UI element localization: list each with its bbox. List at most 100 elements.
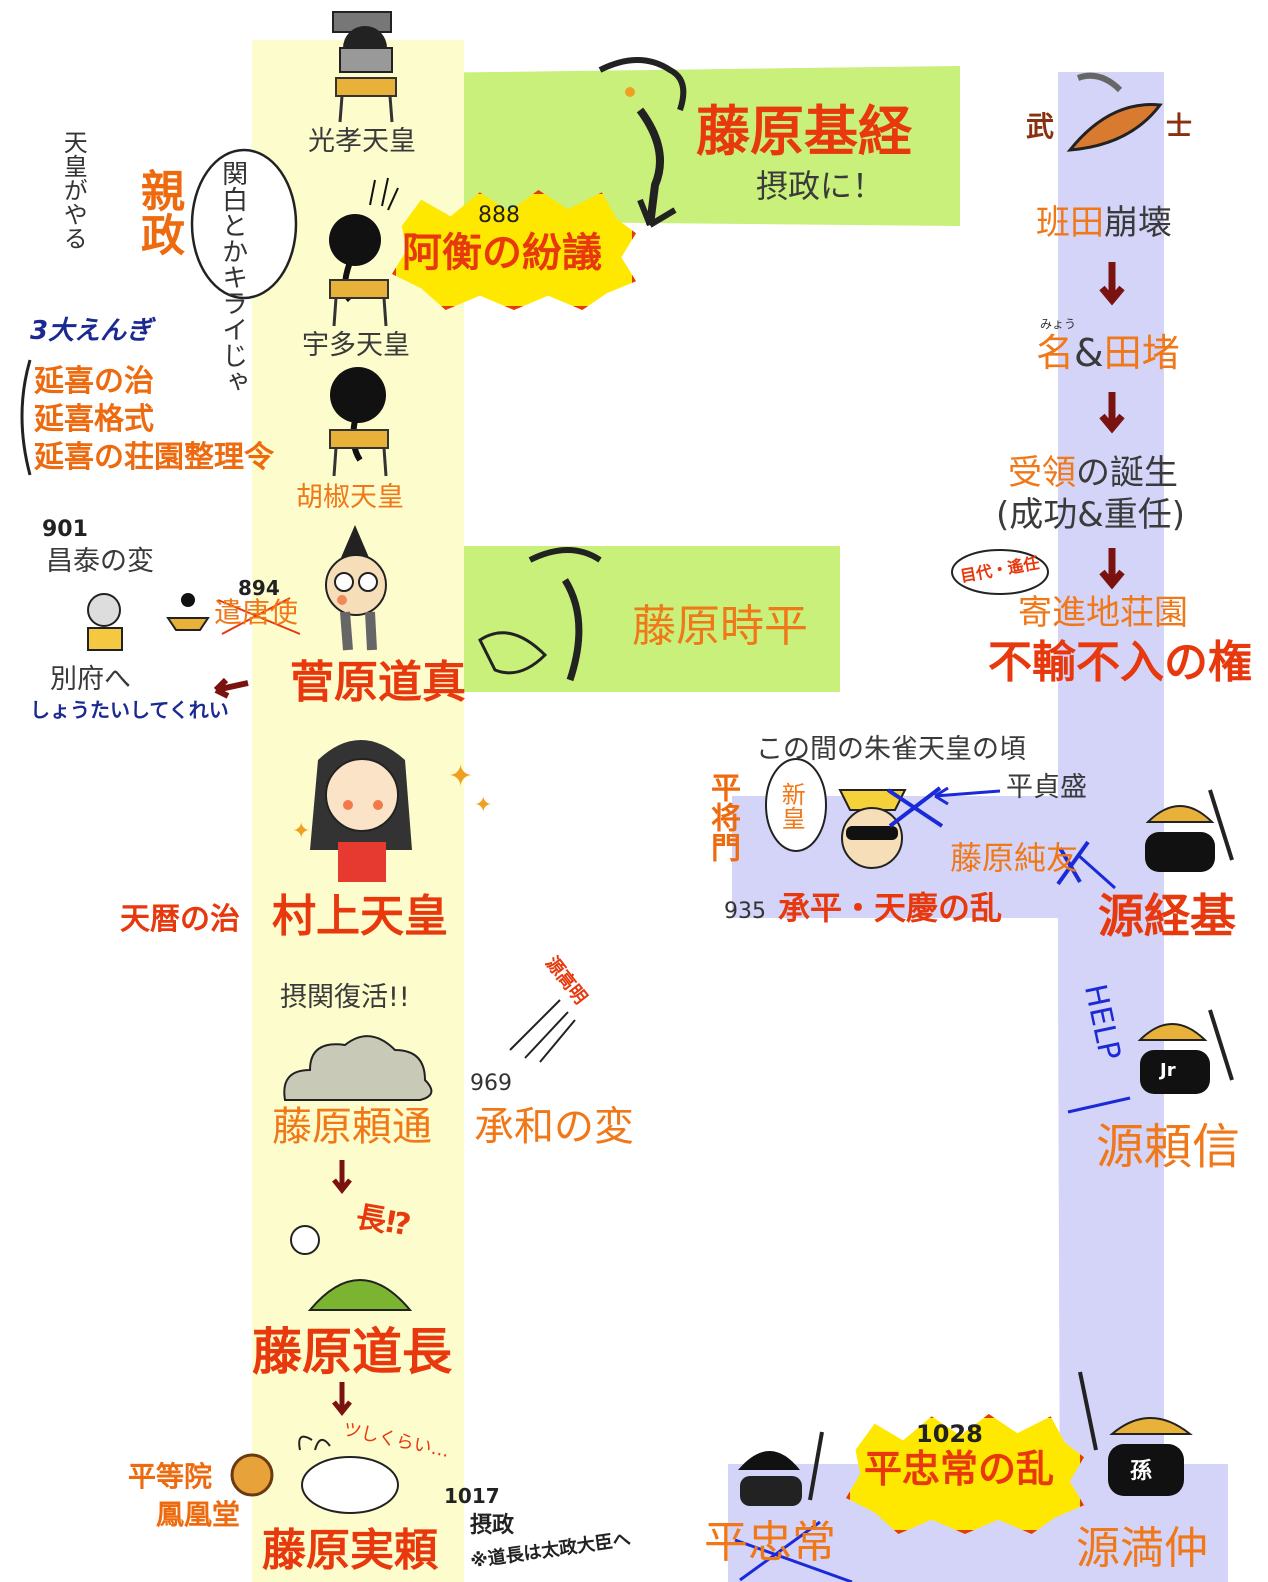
shinsei-note: 天皇がやる <box>59 130 88 250</box>
emperor-kouko-label: 光孝天皇 <box>308 126 416 157</box>
ako-year: 888 <box>478 203 520 228</box>
sugawara-label: 菅原道真 <box>290 657 466 708</box>
year-901: 901 <box>42 517 88 542</box>
kentoshi-label: 遣唐使 <box>214 596 299 629</box>
michinaga-label: 藤原道長 <box>252 1323 452 1381</box>
son-badge: 孫 <box>1130 1459 1153 1484</box>
year-1028: 1028 <box>916 1420 983 1448</box>
emperor-daigo-label: 胡椒天皇 <box>296 482 404 513</box>
emperor-uda-icon <box>329 177 399 327</box>
jowa-event: 承和の変 <box>474 1104 634 1150</box>
boat-icon <box>166 593 210 631</box>
arrow-down-icon <box>332 1382 352 1417</box>
masakado-label: 平将門 <box>705 772 740 862</box>
tadatsune-label: 平忠常 <box>704 1517 836 1568</box>
speech-bubble-shape <box>190 148 298 300</box>
samurai-helmet-icon <box>1137 1009 1234 1094</box>
sekkan-revival: 摂関復活!! <box>280 982 410 1013</box>
tsunemoto-attack-line <box>1077 853 1116 890</box>
speech-bubble-text: 関白とかキライじゃ <box>217 160 248 394</box>
johei-tengyo-label: 承平・天慶の乱 <box>778 889 1003 927</box>
year-969: 969 <box>470 1071 512 1096</box>
emperor-kouko-icon <box>332 11 397 123</box>
jougou-label: (成功&重任) <box>996 495 1186 535</box>
exiled-figure-icon <box>87 593 123 651</box>
tadatsune-revolt-label: 平忠常の乱 <box>864 1447 1055 1491</box>
cross-mark <box>734 1520 853 1582</box>
arrow-down-icon <box>1099 392 1125 434</box>
kishin-label: 寄進地荘園 <box>1018 593 1188 633</box>
mototsune-sub: 摂政に！ <box>756 167 885 205</box>
myo-ruby: みょう <box>1040 317 1077 331</box>
masakado-icon <box>765 758 907 869</box>
cloud-icon <box>283 1035 433 1101</box>
shotai-event: 昌泰の変 <box>46 546 154 577</box>
year-894: 894 <box>238 576 280 600</box>
beppu-label: 別府へ <box>50 664 131 695</box>
year-935: 935 <box>724 899 766 924</box>
mototsune-label: 藤原基経 <box>696 100 912 163</box>
sparkle-icon: ✦ <box>292 819 310 844</box>
myo-line: 名&田堵 <box>1036 331 1180 375</box>
handen-label: 班田 <box>1036 203 1104 243</box>
sessho-note: 摂政 <box>470 1513 515 1538</box>
year-1017: 1017 <box>444 1484 500 1508</box>
tadatsune-helmet-icon <box>738 1431 824 1506</box>
mitsunaka-label: 源満仲 <box>1076 1523 1208 1574</box>
myo-label: 名 <box>1036 331 1075 375</box>
shotai-note: しょうたいしてくれい <box>30 698 229 722</box>
sadamori-arrow <box>934 786 1001 806</box>
handen-line: 班田崩壊 <box>1036 203 1172 243</box>
strike-through <box>217 597 301 635</box>
suzaku-note: この間の朱雀天皇の頃 <box>756 734 1026 765</box>
takaakira-rays <box>509 999 576 1063</box>
murakami-icon <box>310 740 412 882</box>
bushi-left: 武 <box>1026 110 1055 143</box>
handen-collapse: 崩壊 <box>1104 203 1172 243</box>
tsunemoto-label: 源経基 <box>1098 889 1236 943</box>
byodoin-label: 平等院 <box>128 1460 213 1493</box>
mokudai-oval <box>951 549 1049 595</box>
engi-item: 延喜の治 <box>34 364 154 399</box>
emperor-daigo-icon <box>329 367 389 477</box>
exile-arrow <box>213 677 249 699</box>
samurai-helmet-icon <box>1145 789 1234 872</box>
yorinobu-label: 源頼信 <box>1096 1119 1241 1175</box>
zuryo-line: 受領の誕生 <box>1008 453 1178 493</box>
help-underline <box>1067 1096 1131 1114</box>
engi-bracket <box>20 359 32 476</box>
shinno-label: 新皇 <box>777 782 806 830</box>
emperor-uda-label: 宇多天皇 <box>302 330 410 361</box>
zuryo-birth: の誕生 <box>1076 453 1178 493</box>
arrow-down-icon <box>1099 548 1125 590</box>
ako-title: 阿衡の紛議 <box>402 230 602 276</box>
bushi-right: 士 <box>1166 112 1193 142</box>
emperor-daigo-text: 胡椒天皇 <box>296 482 404 513</box>
mototsune-dragon-icon <box>598 57 687 228</box>
engi-item: 延喜の荘園整理令 <box>34 440 274 475</box>
sanesuke-label: 藤原実頼 <box>262 1525 438 1576</box>
arrow-down-icon <box>1099 262 1125 306</box>
shinsei-label: 親政 <box>133 168 184 256</box>
samurai-helmet-icon <box>1078 1371 1193 1496</box>
tadou-label: 田堵 <box>1103 331 1180 375</box>
sumitomo-label: 藤原純友 <box>950 839 1079 877</box>
tokihira-dragon-icon <box>478 547 602 682</box>
sparkle-icon: ✦ <box>474 793 492 818</box>
engi-note: 3大えんぎ <box>30 316 153 346</box>
fuyu-label: 不輸不入の権 <box>988 637 1252 688</box>
rabbit-icon <box>298 1435 399 1514</box>
hououdou-label: 鳳凰堂 <box>156 1498 241 1531</box>
arrow-down-icon <box>332 1160 352 1195</box>
cross-mark <box>886 786 944 828</box>
sparkle-icon: ✦ <box>448 759 473 794</box>
byodoin-coin-icon <box>230 1453 274 1497</box>
tenryaku-label: 天暦の治 <box>120 902 240 937</box>
sugawara-icon <box>325 525 387 651</box>
bushi-boat-icon <box>1066 72 1163 152</box>
sadamori-label: 平貞盛 <box>1006 772 1087 803</box>
michinaga-icon <box>290 1225 413 1311</box>
tokihira-label: 藤原時平 <box>632 601 808 652</box>
amp-label: & <box>1074 331 1104 375</box>
